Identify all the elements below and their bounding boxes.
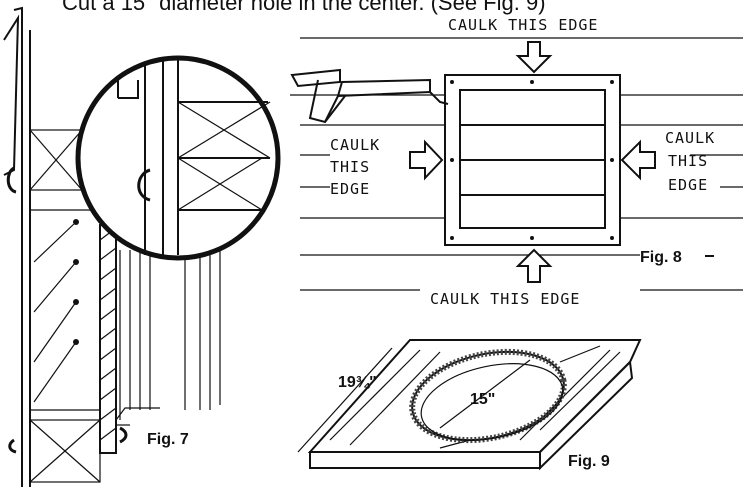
fig7-label: Fig. 7	[147, 431, 189, 448]
caulk-left-label-2: THIS	[330, 158, 370, 176]
caulk-right-label-2: THIS	[668, 152, 708, 170]
caulk-right-label-1: CAULK	[665, 129, 715, 147]
arrow-right-icon	[409, 139, 444, 181]
arrow-up-icon	[515, 248, 553, 283]
arrow-down-icon	[515, 41, 553, 74]
caulk-left-label-1: CAULK	[330, 136, 380, 154]
caulk-bottom-label: CAULK THIS EDGE	[430, 290, 580, 308]
instruction-text: Cut a 15" diameter hole in the center. (…	[62, 0, 546, 15]
fig7-wall-section: Fig. 7	[3, 6, 281, 487]
caulk-left-label-3: EDGE	[330, 180, 370, 198]
fig9-hole-dimension: 15"	[470, 391, 495, 408]
caulk-right-label-3: EDGE	[668, 176, 708, 194]
fig9-side-dimension: 19¾"	[338, 374, 377, 391]
arrow-left-icon	[620, 139, 656, 181]
caulk-gun-icon	[290, 68, 449, 124]
fig8-vent-caulking: CAULK THIS EDGE CAULK THIS EDGE CAULK TH…	[290, 16, 743, 308]
fig9-board-with-hole: 19¾" 15" Fig. 9	[297, 339, 642, 471]
fig9-label: Fig. 9	[568, 453, 610, 470]
caulk-top-label: CAULK THIS EDGE	[448, 16, 598, 34]
fig8-label: Fig. 8	[640, 249, 682, 266]
